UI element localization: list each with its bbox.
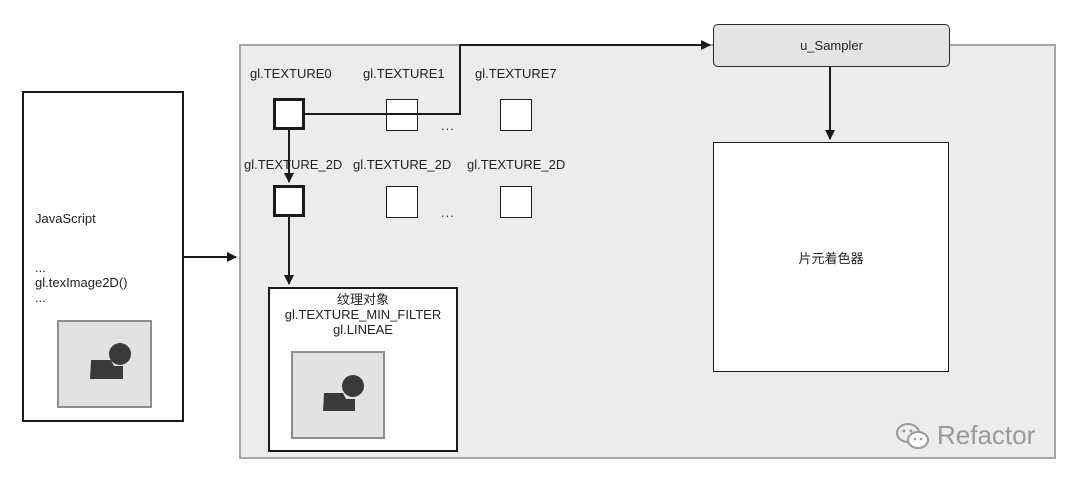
javascript-title: JavaScript: [35, 211, 96, 226]
texture-target-0: [273, 185, 305, 217]
javascript-line-3: ...: [35, 290, 46, 305]
texture-object-title: 纹理对象: [336, 292, 389, 307]
fragment-shader-label: 片元着色器: [798, 250, 864, 266]
source-image: [57, 320, 152, 408]
texture-image: [291, 351, 385, 439]
fragment-shader-box: 片元着色器: [713, 142, 949, 372]
texture-target-label-1: gl.TEXTURE_2D: [353, 157, 452, 172]
texture-object-value: gl.LINEAE: [333, 322, 393, 337]
texture-target-7: [500, 186, 532, 218]
texture-target-label-7: gl.TEXTURE_2D: [467, 157, 566, 172]
javascript-line-2: gl.texImage2D(): [35, 275, 128, 290]
texture-unit-7: [500, 99, 532, 131]
image-shape-icon: [323, 375, 364, 411]
watermark: Refactor: [895, 420, 1035, 451]
texture-unit-0: [273, 98, 305, 130]
watermark-text: Refactor: [937, 420, 1036, 450]
wechat-icon: [896, 422, 929, 449]
texture-unit-label-7: gl.TEXTURE7: [475, 66, 557, 81]
javascript-line-1: ...: [35, 260, 46, 275]
texture-target-label-0: gl.TEXTURE_2D: [244, 157, 343, 172]
texture-target-1: [386, 186, 418, 218]
texture-unit-label-0: gl.TEXTURE0: [250, 66, 332, 81]
texture-unit-1: [386, 99, 418, 131]
image-shape-icon: [90, 343, 131, 379]
sampler-label: u_Sampler: [800, 38, 863, 53]
texture-unit-label-1: gl.TEXTURE1: [363, 66, 445, 81]
texture-target-ellipsis: ...: [441, 205, 455, 220]
sampler-box: u_Sampler: [713, 24, 950, 67]
texture-object-param: gl.TEXTURE_MIN_FILTER: [284, 307, 442, 322]
texture-unit-ellipsis: ...: [441, 118, 455, 133]
